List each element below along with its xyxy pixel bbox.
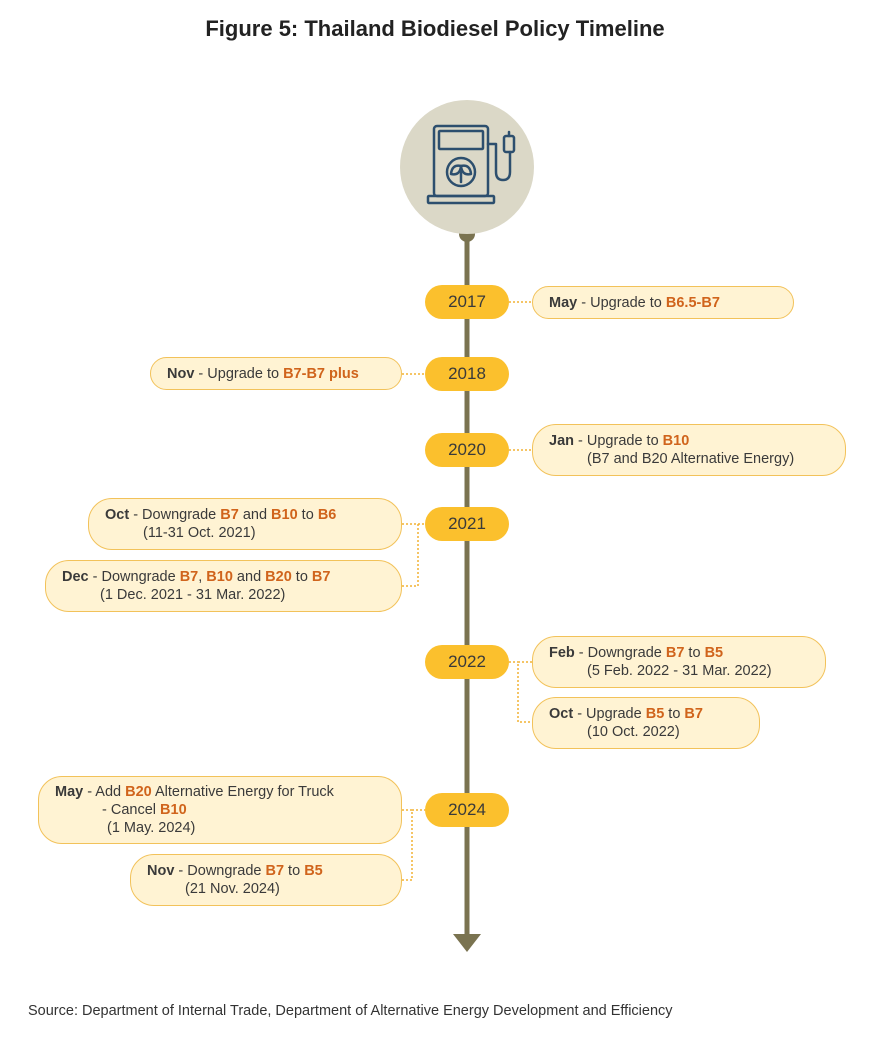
event-2024-nov: Nov - Downgrade B7 to B5 (21 Nov. 2024) [130, 854, 402, 906]
event-detail: (11-31 Oct. 2021) [143, 525, 256, 541]
year-2017: 2017 [425, 285, 509, 319]
event-month: Jan [549, 433, 574, 449]
event-month: Feb [549, 645, 575, 661]
event-detail: (1 May. 2024) [107, 820, 196, 836]
fuel-grade: B10 [662, 433, 690, 449]
year-2022: 2022 [425, 645, 509, 679]
year-2018: 2018 [425, 357, 509, 391]
event-2021-oct: Oct - Downgrade B7 and B10 to B6 (11-31 … [88, 498, 402, 550]
event-month: May [549, 294, 578, 311]
figure-title: Figure 5: Thailand Biodiesel Policy Time… [205, 16, 665, 41]
connector-2024 [402, 809, 413, 881]
source-note: Source: Department of Internal Trade, De… [28, 1003, 673, 1019]
event-2018-nov: Nov - Upgrade to B7-B7 plus [150, 357, 402, 390]
event-month: Dec [62, 569, 89, 585]
connector-2022 [517, 661, 532, 723]
event-2017-may: May - Upgrade to B6.5-B7 [532, 286, 794, 319]
event-detail: (1 Dec. 2021 - 31 Mar. 2022) [100, 587, 286, 603]
event-detail: (10 Oct. 2022) [587, 724, 680, 740]
event-2022-oct: Oct - Upgrade B5 to B7 (10 Oct. 2022) [532, 697, 760, 749]
event-month: May [55, 784, 84, 800]
event-month: Nov [167, 365, 195, 382]
event-2021-dec: Dec - Downgrade B7, B10 and B20 to B7 (1… [45, 560, 402, 612]
year-2024: 2024 [425, 793, 509, 827]
fuel-grade: B7-B7 plus [283, 365, 359, 382]
event-month: Oct [105, 507, 130, 523]
year-2020: 2020 [425, 433, 509, 467]
axis-arrowhead [453, 934, 481, 952]
event-detail: (B7 and B20 Alternative Energy) [587, 451, 795, 467]
fuel-pump-leaf-icon [400, 100, 534, 234]
connector-2021 [402, 523, 419, 587]
event-month: Nov [147, 863, 175, 879]
fuel-grade: B6.5-B7 [665, 294, 720, 311]
event-month: Oct [549, 706, 574, 722]
fuel-pump-icon [426, 124, 516, 205]
event-2024-may: May - Add B20 Alternative Energy for Tru… [38, 776, 402, 844]
event-2022-feb: Feb - Downgrade B7 to B5 (5 Feb. 2022 - … [532, 636, 826, 688]
event-2020-jan: Jan - Upgrade to B10 (B7 and B20 Alterna… [532, 424, 846, 476]
event-detail: (21 Nov. 2024) [185, 881, 280, 897]
event-detail: (5 Feb. 2022 - 31 Mar. 2022) [587, 663, 772, 679]
year-2021: 2021 [425, 507, 509, 541]
